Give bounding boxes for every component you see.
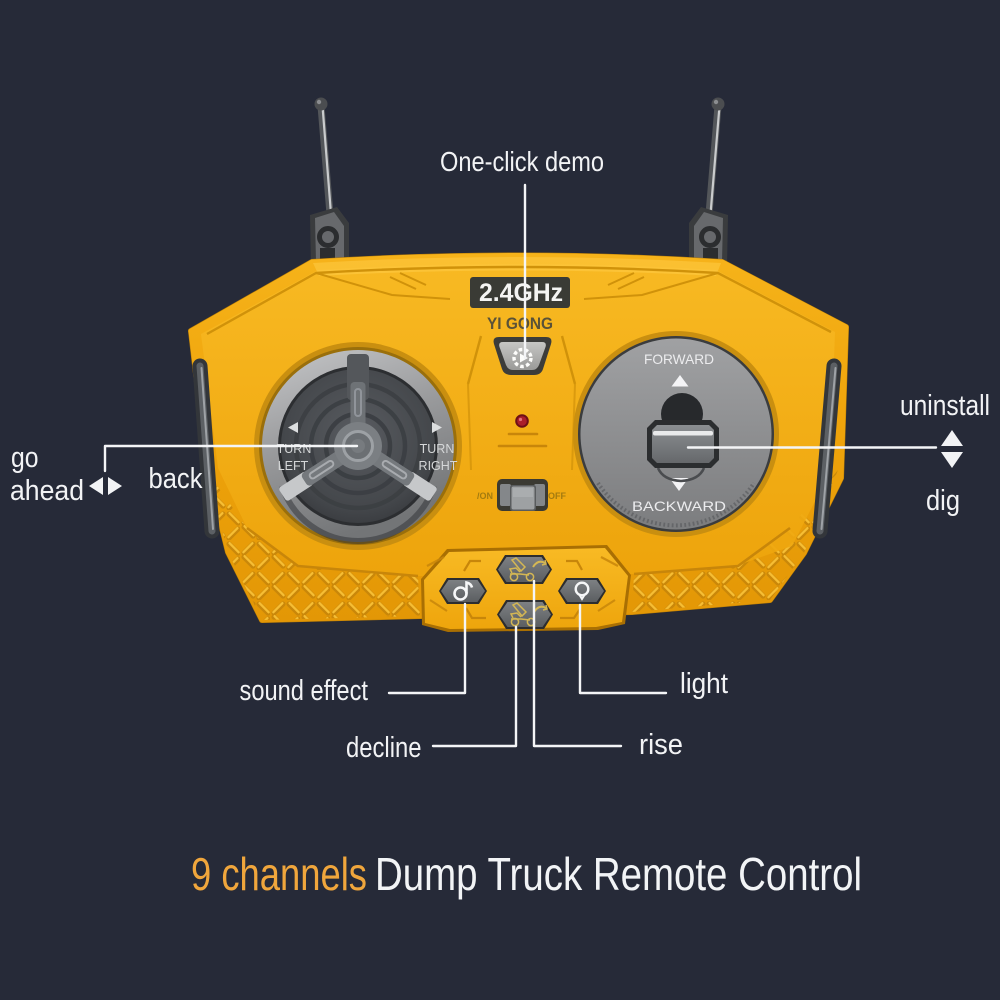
svg-text:OFF: OFF (548, 491, 566, 501)
svg-text:light: light (680, 668, 728, 700)
svg-text:sound effect: sound effect (240, 675, 369, 707)
svg-text:decline: decline (346, 732, 422, 764)
svg-text:dig: dig (926, 485, 960, 517)
svg-text:BACKWARD: BACKWARD (632, 498, 726, 514)
svg-text:YI GONG: YI GONG (487, 315, 553, 333)
svg-text:back: back (149, 463, 203, 495)
svg-text:TURN: TURN (420, 442, 455, 456)
svg-text:RIGHT: RIGHT (419, 459, 458, 473)
svg-text:uninstall: uninstall (900, 390, 990, 422)
svg-text:Dump Truck Remote Control: Dump Truck Remote Control (375, 848, 862, 900)
svg-text:rise: rise (639, 729, 683, 761)
svg-text:TURN: TURN (277, 442, 312, 456)
svg-text:LEFT: LEFT (278, 459, 309, 473)
svg-text:FORWARD: FORWARD (644, 351, 714, 367)
svg-text:2.4GHz: 2.4GHz (479, 279, 563, 307)
svg-text:ahead: ahead (10, 475, 84, 507)
svg-text:go: go (11, 442, 39, 474)
svg-text:/ON: /ON (477, 491, 493, 501)
svg-text:One-click demo: One-click demo (440, 146, 604, 177)
svg-text:9 channels: 9 channels (191, 848, 367, 900)
